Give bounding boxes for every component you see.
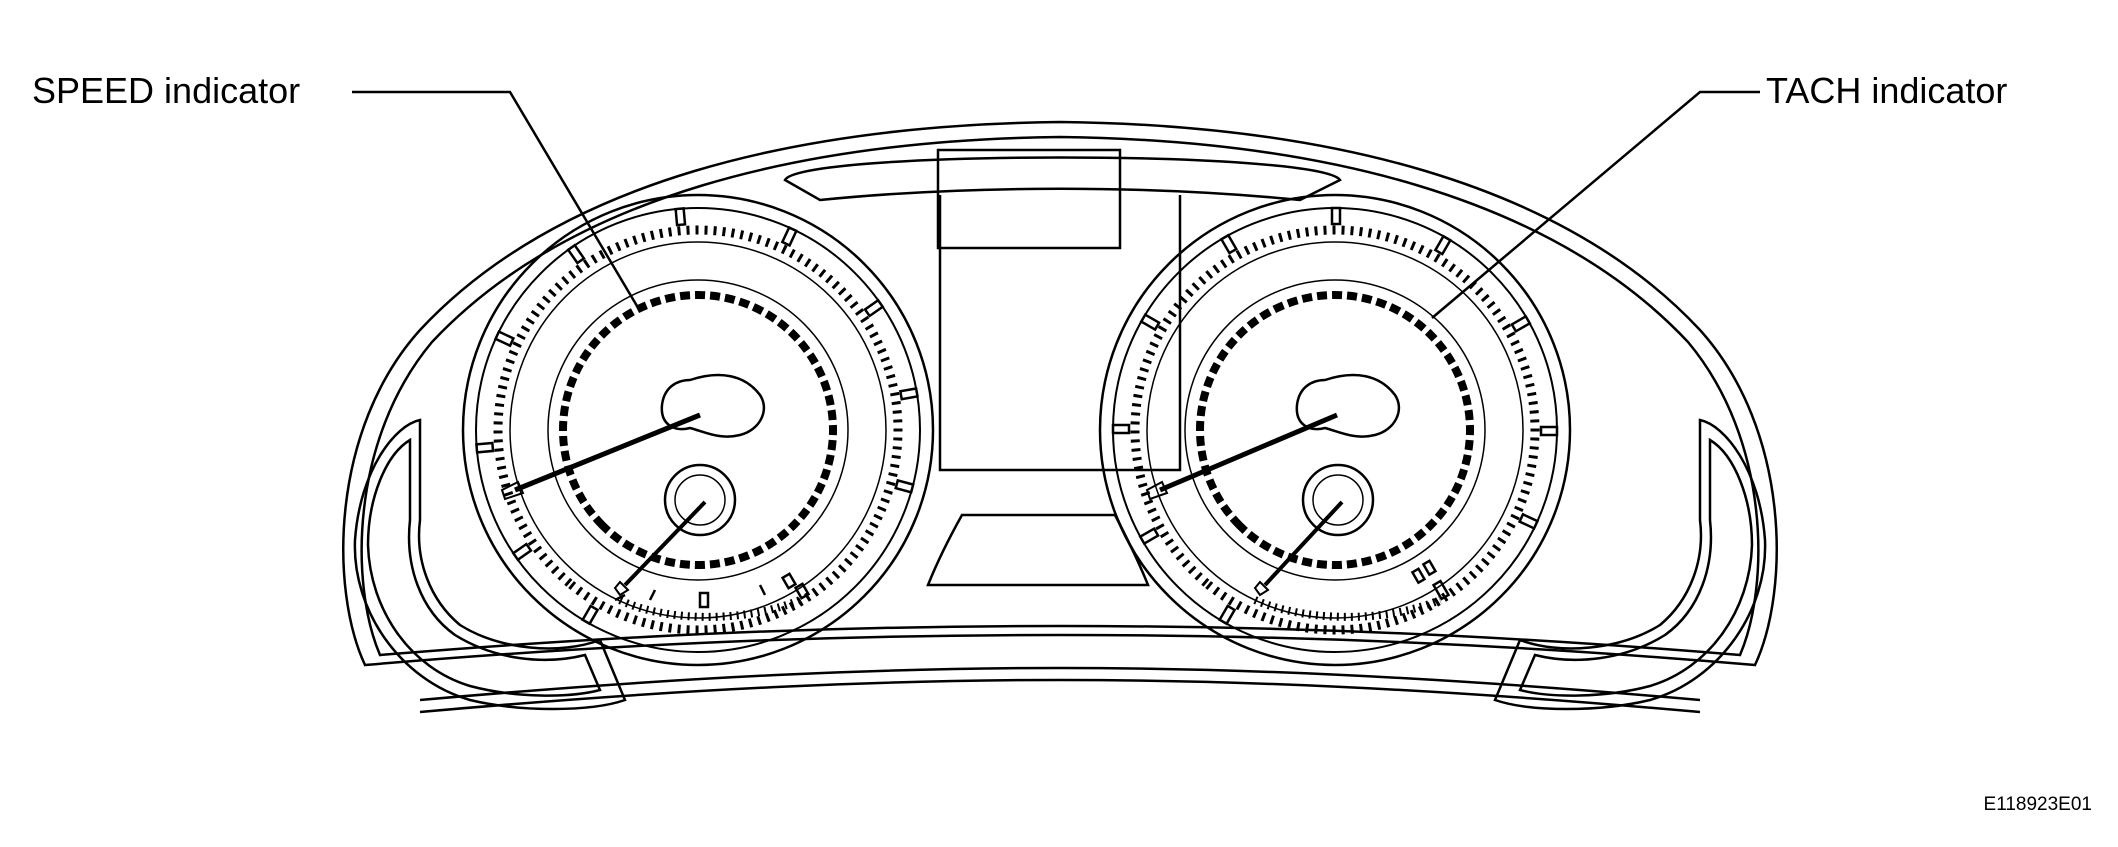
speed-sub-ticks: [614, 572, 811, 609]
tach-sub-needle: [1263, 500, 1344, 587]
tach-indicator-ring: [1196, 291, 1474, 569]
tach-needle: [1159, 412, 1338, 493]
center-frame: [938, 195, 1182, 472]
tach-leader-line: [1431, 90, 1760, 319]
tach-indicator-label: TACH indicator: [1766, 70, 2007, 111]
speed-sub-gauge: [663, 463, 737, 537]
top-panel: [783, 156, 1342, 202]
tach-gauge: [1098, 193, 1572, 667]
speed-indicator-label: SPEED indicator: [32, 70, 300, 111]
speed-leader-line: [352, 90, 639, 307]
speed-needle-hub: [660, 373, 766, 438]
speed-sub-scale: [618, 596, 802, 621]
speed-indicator-ring: [559, 291, 837, 569]
figure-code: E118923E01: [1984, 794, 2092, 815]
center-display: [936, 148, 1122, 250]
speed-major-ticks: [475, 207, 919, 626]
right-side-wing: [1493, 418, 1767, 711]
tach-scale-ticks: [1130, 225, 1540, 635]
speed-gauge: [461, 193, 935, 667]
callout-leaders: [352, 90, 1760, 319]
left-side-wing: [353, 418, 627, 711]
center-console: [783, 148, 1342, 587]
speed-scale-ticks: [493, 225, 903, 635]
tach-sub-gauge: [1301, 463, 1375, 537]
cluster-housing: [342, 120, 1778, 714]
speed-sub-needle: [623, 500, 707, 587]
tach-needle-hub: [1295, 373, 1401, 438]
speed-needle: [514, 412, 701, 493]
tach-sub-ticks: [1410, 559, 1451, 601]
lower-display: [926, 513, 1150, 587]
tach-major-ticks: [1111, 206, 1559, 626]
